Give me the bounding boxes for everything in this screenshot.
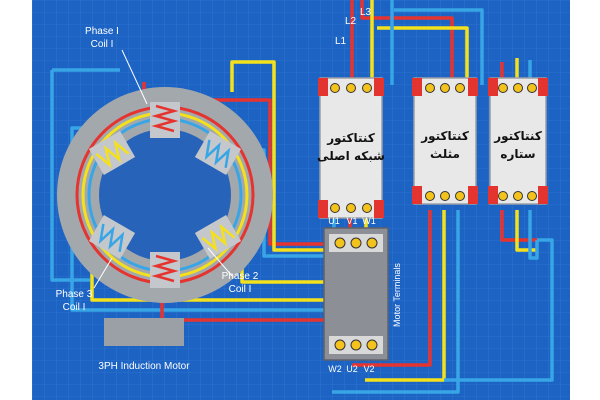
terminal-v2: V2 (363, 364, 374, 374)
terminal-w1: W1 (362, 216, 376, 226)
wire-delta-u2 (352, 210, 432, 367)
leader-phase2 (207, 247, 233, 277)
wire-coil1-b (230, 60, 350, 252)
motor-title: 3PH Induction Motor (98, 361, 190, 372)
phase2-label-line2: Coil I (229, 284, 252, 295)
terminal-v1: V1 (346, 216, 357, 226)
contactor-delta (412, 77, 478, 205)
label-l3: L3 (360, 7, 372, 18)
terminal-w2: W2 (328, 364, 342, 374)
wire-l2-branch (377, 26, 469, 85)
contactor-star-label-1: کنتاکتور (493, 129, 542, 144)
motor-base (104, 318, 184, 346)
label-l2: L2 (345, 16, 357, 27)
leader-phase1 (121, 49, 148, 105)
wiring-diagram: Phase I Coil I Phase 2 Coil I Phase 3 Co… (32, 0, 570, 400)
label-l1: L1 (335, 36, 347, 47)
phase1-label-line2: Coil I (91, 39, 114, 50)
phase1-label-line1: Phase I (85, 26, 119, 37)
motor-terminals-title: Motor Terminals (392, 263, 402, 327)
phase2-label-line1: Phase 2 (222, 271, 259, 282)
wire-outer-left (50, 70, 90, 282)
induction-motor (57, 49, 273, 346)
contactor-star (488, 77, 548, 205)
contactor-star-label-2: ستاره (500, 147, 535, 161)
phase3-label-line1: Phase 3 (56, 289, 93, 300)
pole-upper-left (88, 131, 136, 175)
contactor-delta-label-2: مثلث (430, 147, 460, 161)
motor-rotor-space (99, 129, 231, 261)
wire-star-return (444, 238, 554, 382)
pole-lower-right (194, 215, 242, 259)
motor-terminal-box (323, 227, 389, 361)
wiring-board: Phase I Coil I Phase 2 Coil I Phase 3 Co… (32, 0, 570, 400)
contactor-main (318, 77, 384, 219)
terminal-u2: U2 (346, 364, 358, 374)
phase3-label-line2: Coil I (63, 302, 86, 313)
leader-phase3 (93, 257, 113, 289)
wire-delta-w2 (332, 210, 460, 394)
pole-bottom (150, 252, 180, 288)
pole-top (150, 102, 180, 138)
pole-lower-left (88, 215, 136, 259)
wire-l3-branch (394, 8, 484, 85)
terminal-u1: U1 (328, 216, 340, 226)
wire-star-bridge-c (528, 210, 539, 260)
contactor-main-label-1: کنتاکتور (326, 131, 375, 146)
contactor-delta-label-1: کنتاکتور (420, 129, 469, 144)
contactor-main-label-2: شبکه اصلی (317, 149, 385, 163)
pole-upper-right (194, 131, 242, 175)
wire-l1-branch (360, 0, 454, 85)
wire-star-bridge-a (500, 210, 537, 242)
